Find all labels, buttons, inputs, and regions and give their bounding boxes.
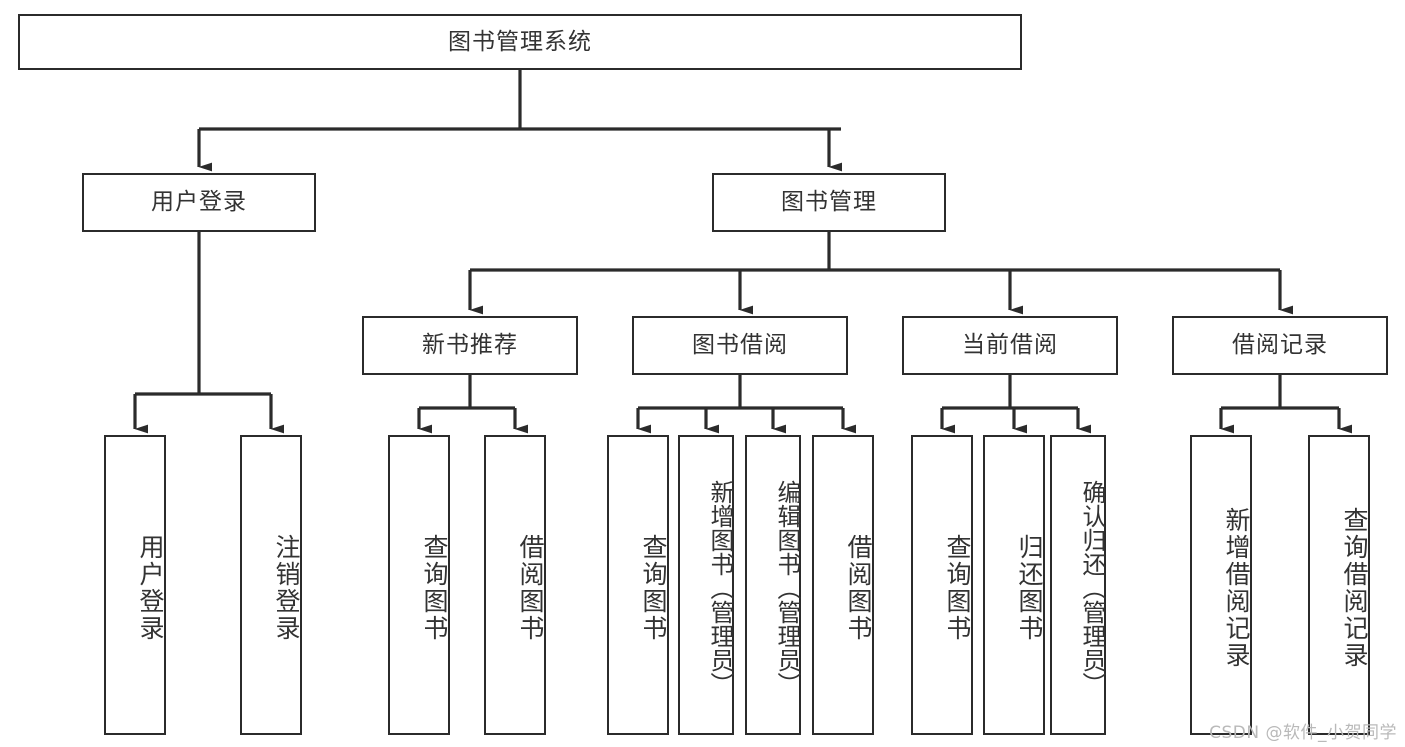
leaf-borrow-book-recommend[interactable]: 借阅图书 [484,435,546,735]
node-user-login[interactable]: 用户登录 [82,173,316,232]
node-new-book-recommend[interactable]: 新书推荐 [362,316,578,375]
node-book-borrow[interactable]: 图书借阅 [632,316,848,375]
node-book-management[interactable]: 图书管理 [712,173,946,232]
leaf-return-book[interactable]: 归还图书 [983,435,1045,735]
leaf-query-book-recommend[interactable]: 查询图书 [388,435,450,735]
node-current-borrow[interactable]: 当前借阅 [902,316,1118,375]
leaf-logout[interactable]: 注销登录 [240,435,302,735]
node-root-system[interactable]: 图书管理系统 [18,14,1022,70]
leaf-user-login[interactable]: 用户登录 [104,435,166,735]
leaf-borrow-book[interactable]: 借阅图书 [812,435,874,735]
leaf-add-book-admin[interactable]: 新增图书（管理员） [678,435,734,735]
leaf-query-book-borrow[interactable]: 查询图书 [607,435,669,735]
leaf-query-book-current[interactable]: 查询图书 [911,435,973,735]
leaf-edit-book-admin[interactable]: 编辑图书（管理员） [745,435,801,735]
csdn-watermark: CSDN @软件_小贺同学 [1209,723,1397,743]
leaf-confirm-return-admin[interactable]: 确认归还（管理员） [1050,435,1106,735]
leaf-add-borrow-record[interactable]: 新增借阅记录 [1190,435,1252,735]
node-borrow-record[interactable]: 借阅记录 [1172,316,1388,375]
leaf-query-borrow-record[interactable]: 查询借阅记录 [1308,435,1370,735]
